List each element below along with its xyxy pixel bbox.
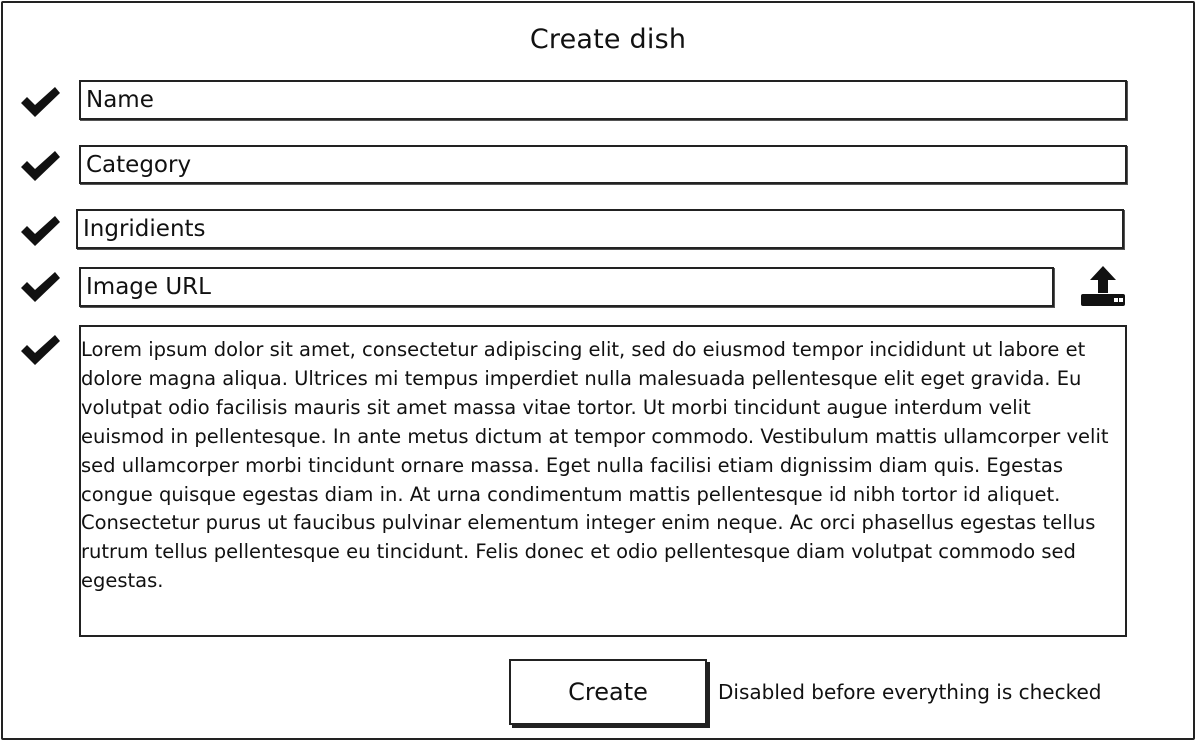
- page-title: Create dish: [529, 24, 687, 55]
- upload-button[interactable]: [1078, 264, 1128, 310]
- check-icon: [18, 84, 62, 120]
- check-icon: [18, 213, 62, 249]
- check-icon: [18, 269, 62, 305]
- ingredients-field-box: [76, 209, 1124, 249]
- upload-icon: [1081, 266, 1125, 306]
- create-button[interactable]: Create: [509, 659, 707, 725]
- description-field-box: Lorem ipsum dolor sit amet, consectetur …: [79, 325, 1127, 637]
- name-input[interactable]: [81, 82, 1125, 118]
- category-field-box: [79, 145, 1127, 184]
- create-hint-text: Disabled before everything is checked: [718, 680, 1102, 704]
- name-field-box: [79, 80, 1127, 120]
- check-icon: [18, 148, 62, 184]
- description-textarea[interactable]: Lorem ipsum dolor sit amet, consectetur …: [81, 327, 1125, 635]
- check-icon: [18, 332, 62, 368]
- category-input[interactable]: [81, 147, 1125, 182]
- ingredients-input[interactable]: [78, 211, 1122, 247]
- image-url-field-box: [79, 267, 1054, 307]
- image-url-input[interactable]: [81, 269, 1052, 305]
